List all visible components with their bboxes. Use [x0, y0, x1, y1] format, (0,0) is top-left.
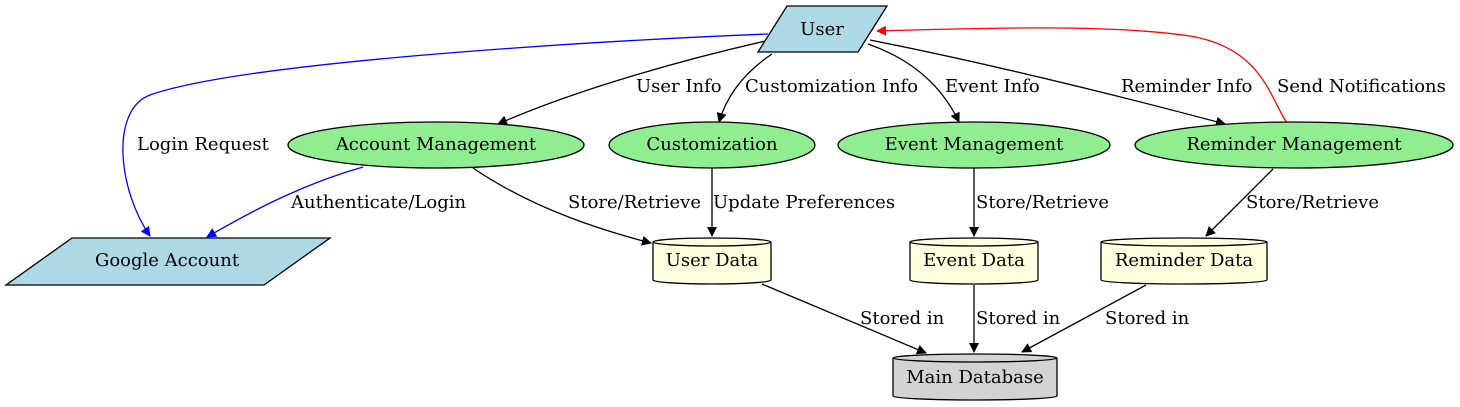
label-store-retrieve-reminder: Store/Retrieve — [1246, 192, 1379, 213]
label-customization-info: Customization Info — [745, 76, 918, 97]
node-google-account-label: Google Account — [95, 250, 240, 271]
node-user-data-label: User Data — [666, 250, 759, 271]
edge-store-retrieve-user — [472, 167, 652, 246]
node-reminder-data-label: Reminder Data — [1115, 250, 1254, 271]
edge-reminder-info — [869, 39, 1226, 127]
node-customization-label: Customization — [646, 134, 778, 155]
node-event-management: Event Management — [837, 121, 1111, 169]
edge-store-retrieve-reminder — [1205, 168, 1274, 237]
label-send-notifications: Send Notifications — [1277, 76, 1446, 97]
label-stored-in-reminder: Stored in — [1105, 308, 1190, 329]
edges — [122, 25, 1288, 355]
node-main-database-label: Main Database — [906, 367, 1044, 388]
edge-stored-in-reminder — [1021, 284, 1147, 353]
label-login-request: Login Request — [137, 134, 270, 155]
label-store-retrieve-user: Store/Retrieve — [568, 192, 701, 213]
node-account-management-label: Account Management — [335, 134, 537, 155]
node-user-label: User — [800, 19, 844, 40]
label-user-info: User Info — [636, 76, 722, 97]
label-reminder-info: Reminder Info — [1121, 76, 1252, 97]
label-stored-in-user: Stored in — [860, 308, 945, 329]
node-event-data: Event Data — [909, 237, 1039, 285]
node-user-data: User Data — [652, 237, 772, 285]
label-store-retrieve-event: Store/Retrieve — [976, 192, 1109, 213]
node-reminder-data: Reminder Data — [1100, 237, 1268, 285]
edge-login-request — [122, 33, 769, 237]
label-event-info: Event Info — [945, 76, 1040, 97]
node-customization: Customization — [608, 121, 816, 169]
label-stored-in-event: Stored in — [976, 308, 1061, 329]
node-user: User — [756, 5, 889, 53]
node-event-management-label: Event Management — [885, 134, 1064, 155]
node-account-management: Account Management — [287, 121, 585, 169]
edge-user-info — [497, 39, 771, 125]
node-reminder-management: Reminder Management — [1134, 121, 1454, 169]
label-authenticate-login: Authenticate/Login — [290, 192, 466, 213]
node-reminder-management-label: Reminder Management — [1186, 134, 1402, 155]
edge-event-info — [867, 43, 960, 123]
node-main-database: Main Database — [892, 353, 1058, 401]
node-event-data-label: Event Data — [923, 250, 1025, 271]
edge-stored-in-user — [761, 283, 927, 355]
label-update-preferences: Update Preferences — [713, 192, 895, 213]
edge-labels: Login Request User Info Customization In… — [137, 76, 1446, 329]
edge-send-notifications — [876, 25, 1288, 124]
edge-authenticate-login — [206, 166, 364, 238]
edge-customization-info — [716, 53, 773, 123]
node-google-account: Google Account — [3, 237, 333, 286]
